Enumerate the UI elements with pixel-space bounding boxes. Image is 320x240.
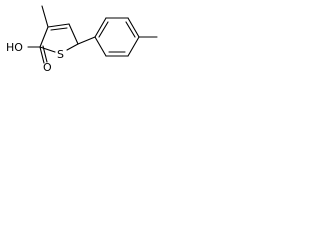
- bond-c2-c3: [39, 26, 49, 48]
- hydroxyl-label: HO: [6, 41, 23, 54]
- bond-thiophene-methyl: [41, 5, 49, 28]
- thiophene-ring: S: [39, 23, 79, 61]
- bond-c4-c5: [68, 23, 79, 45]
- benzene-ring: [94, 17, 140, 57]
- bond-ar-6: [94, 36, 107, 57]
- molecule-structure: HO O S: [6, 5, 158, 72]
- bond-ar-1: [94, 17, 107, 38]
- bond-c-o-double-1: [39, 46, 45, 64]
- bond-ar-4: [127, 36, 140, 57]
- sulfur-label: S: [57, 48, 64, 61]
- bond-thiophene-phenyl: [77, 36, 96, 45]
- bond-ar-1-inner: [98, 21, 109, 38]
- bond-c3-c4: [47, 23, 70, 28]
- bond-ar-3: [127, 17, 140, 38]
- bond-c5-s: [66, 43, 79, 51]
- bond-c3-c4-inner: [50, 27, 68, 31]
- carbonyl-oxygen-label: O: [43, 61, 52, 72]
- bond-s-c2: [39, 46, 56, 53]
- carboxylic-acid-group: HO O: [6, 41, 52, 72]
- bond-ar-3-inner: [125, 21, 136, 38]
